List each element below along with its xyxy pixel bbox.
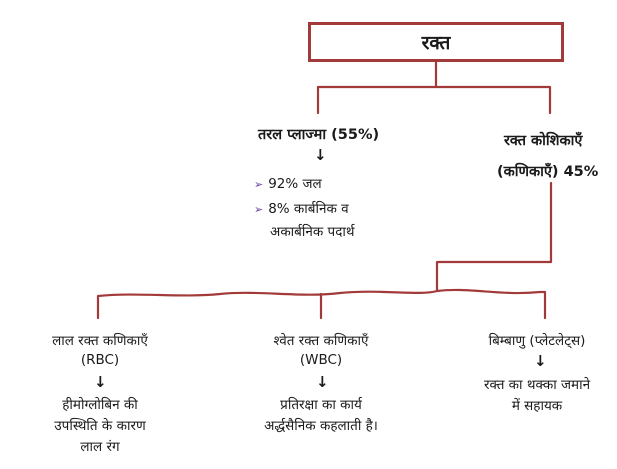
- bottom-bracket: [96, 288, 547, 320]
- wbc-arrow-icon: ↓: [316, 373, 329, 391]
- rbc-title: लाल रक्त कणिकाएँ: [52, 333, 148, 349]
- rbc-abbr: (RBC): [80, 352, 120, 368]
- bullet-icon: ➢: [254, 203, 264, 216]
- root-title: रक्त: [421, 32, 451, 54]
- plasma-arrow-icon: ↓: [314, 146, 327, 164]
- wbc-desc-1: प्रतिरक्षा का कार्य: [280, 397, 362, 413]
- plasma-item-inorganic: अकार्बनिक पदार्थ: [270, 224, 355, 240]
- plasma-item-label: 8% कार्बनिक व: [268, 201, 349, 217]
- wbc-title: श्वेत रक्त कणिकाएँ: [273, 333, 369, 349]
- bullet-icon: ➢: [254, 178, 264, 191]
- rbc-desc-1: हीमोग्लोबिन की: [62, 397, 138, 413]
- platelets-desc-2: में सहायक: [511, 398, 563, 414]
- plasma-title: तरल प्लाज्मा (55%): [258, 127, 380, 143]
- platelets-desc-1: रक्त का थक्का जमाने: [483, 377, 591, 393]
- plasma-item-water: ➢ 92% जल: [254, 174, 322, 192]
- rbc-desc-2: उपस्थिति के कारण: [54, 418, 146, 434]
- cells-connector: [435, 181, 553, 292]
- plasma-item-organic: ➢ 8% कार्बनिक व: [254, 199, 349, 217]
- cells-title-line2: (कणिकाएँ) 45%: [497, 164, 599, 180]
- top-bracket: [316, 85, 552, 115]
- platelets-title: बिम्बाणु (प्लेटलेट्स): [488, 333, 586, 349]
- root-box: रक्त: [308, 22, 564, 62]
- rbc-desc-3: लाल रंग: [80, 439, 120, 455]
- platelets-arrow-icon: ↓: [534, 352, 547, 370]
- plasma-item-label: 92% जल: [268, 176, 322, 192]
- wbc-desc-2: अर्द्धसैनिक कहलाती है।: [264, 418, 378, 434]
- wbc-abbr: (WBC): [299, 352, 343, 368]
- cells-title-line1: रक्त कोशिकाएँ: [504, 133, 583, 149]
- rbc-arrow-icon: ↓: [94, 373, 107, 391]
